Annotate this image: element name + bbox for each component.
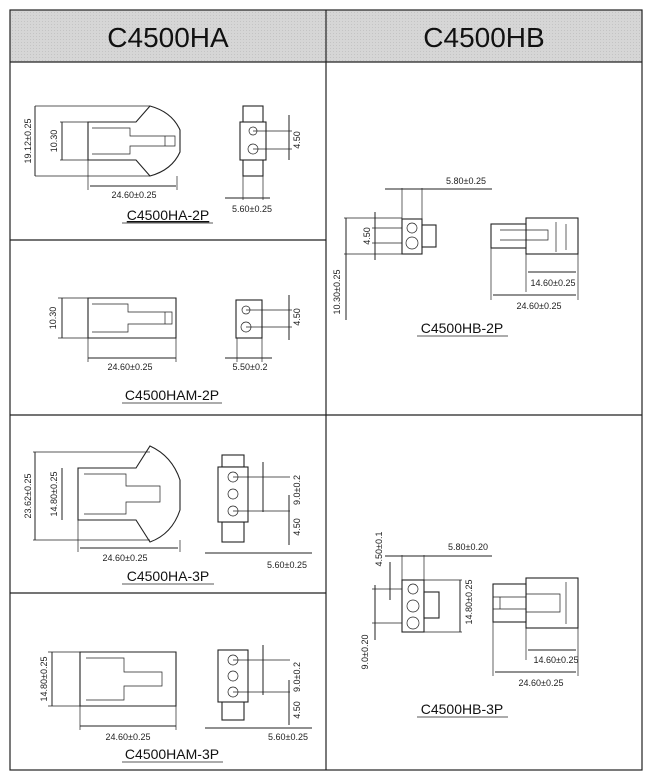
dim-hb2p-length: 24.60±0.25 — [517, 301, 562, 311]
dim-hb3p-width: 5.80±0.20 — [448, 542, 488, 552]
dim-ha3p-span: 9.0±0.2 — [292, 475, 302, 505]
title-c4500ham-3p: C4500HAM-3P — [125, 746, 219, 762]
title-c4500hb-3p: C4500HB-3P — [421, 701, 504, 717]
dim-ha2p-inner: 10.30 — [49, 130, 59, 153]
dim-ha3p-length: 24.60±0.25 — [103, 553, 148, 563]
dim-ham2p-length: 24.60±0.25 — [108, 362, 153, 372]
dim-ham3p-span: 9.0±0.2 — [292, 662, 302, 692]
header-c4500hb: C4500HB — [423, 22, 544, 53]
dim-ham2p-width: 5.50±0.2 — [233, 362, 268, 372]
dim-ham3p-length: 24.60±0.25 — [106, 732, 151, 742]
dim-ham3p-width: 5.60±0.25 — [268, 732, 308, 742]
dim-ha2p-width: 5.60±0.25 — [232, 204, 272, 214]
drawing-c4500hb-3p — [372, 555, 579, 676]
drawing-c4500ha-3p — [33, 445, 312, 554]
dim-ham2p-pitch: 4.50 — [292, 308, 302, 326]
drawing-c4500hb-2p — [344, 188, 579, 320]
dim-ha3p-pitch: 4.50 — [292, 518, 302, 536]
drawing-c4500ham-2p — [58, 295, 292, 362]
header-c4500ha: C4500HA — [107, 22, 229, 53]
title-c4500ham-2p: C4500HAM-2P — [125, 387, 219, 403]
dim-hb3p-height: 14.80±0.25 — [464, 580, 474, 625]
dim-hb2p-height: 10.30±0.25 — [332, 270, 342, 315]
dim-ham3p-pitch: 4.50 — [292, 701, 302, 719]
dim-hb2p-pitch: 4.50 — [362, 227, 372, 245]
dim-hb3p-inner: 14.60±0.25 — [534, 655, 579, 665]
dim-ham3p-inner: 14.80±0.25 — [39, 657, 49, 702]
dim-hb3p-pitch: 4.50±0.1 — [374, 532, 384, 567]
title-c4500ha-3p: C4500HA-3P — [127, 568, 210, 584]
dim-ha2p-length: 24.60±0.25 — [112, 190, 157, 200]
dim-ha2p-height: 19.12±0.25 — [23, 119, 33, 164]
title-c4500ha-2p: C4500HA-2P — [127, 207, 210, 223]
dim-hb3p-span: 9.0±0.20 — [360, 635, 370, 670]
dim-hb3p-length: 24.60±0.25 — [519, 678, 564, 688]
dim-ha2p-pitch: 4.50 — [292, 131, 302, 149]
dim-ha3p-width: 5.60±0.25 — [267, 560, 307, 570]
title-c4500hb-2p: C4500HB-2P — [421, 320, 504, 336]
drawing-c4500ha-2p — [34, 105, 292, 200]
dim-ha3p-inner: 14.80±0.25 — [49, 472, 59, 517]
dim-ha3p-height: 23.62±0.25 — [23, 474, 33, 519]
table-grid — [9, 9, 643, 771]
dim-ham2p-inner: 10.30 — [48, 307, 58, 330]
dim-hb2p-width: 5.80±0.25 — [446, 176, 486, 186]
dim-hb2p-inner: 14.60±0.25 — [531, 278, 576, 288]
drawing-c4500ham-3p — [48, 645, 312, 730]
